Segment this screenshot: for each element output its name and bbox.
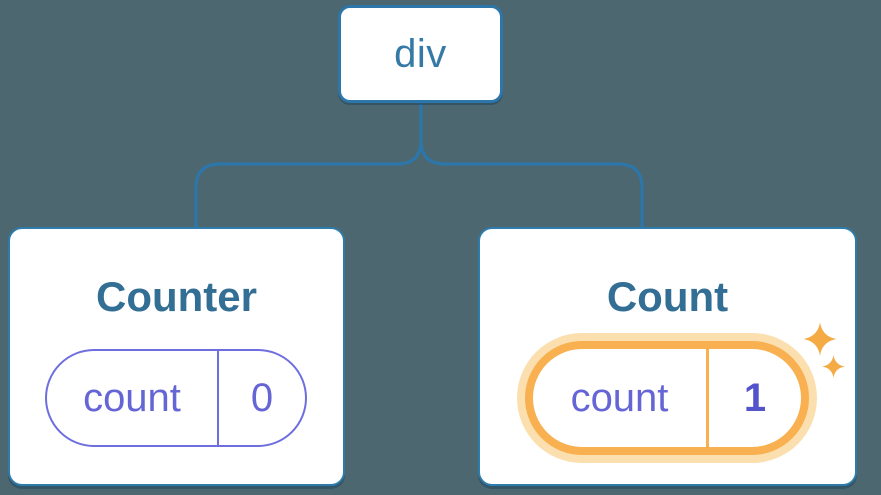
tree-node-count: Count count 1: [478, 227, 857, 486]
sparkle-large-icon: [803, 322, 837, 356]
node-title: Count: [606, 273, 729, 320]
node-title: Counter: [96, 273, 257, 320]
state-pill-key-cell: count: [47, 351, 219, 445]
connector-right-branch: [419, 103, 644, 228]
state-pill: count 0: [45, 349, 307, 447]
state-key-label: count: [570, 375, 669, 420]
tree-node-counter: Counter count 0: [8, 227, 345, 486]
state-key-label: count: [83, 375, 181, 420]
tree-node-root: div: [338, 5, 503, 103]
state-value-label: 1: [743, 375, 767, 420]
state-pill-key-cell: count: [533, 349, 709, 447]
state-pill-value-cell: 1: [709, 349, 801, 447]
sparkle-small-icon: [822, 355, 845, 378]
root-node-label: div: [394, 31, 447, 76]
state-pill-highlighted: count 1: [525, 341, 809, 455]
connector-left-branch: [194, 103, 423, 228]
state-pill-value-cell: 0: [219, 351, 305, 445]
state-value-label: 0: [250, 375, 274, 420]
